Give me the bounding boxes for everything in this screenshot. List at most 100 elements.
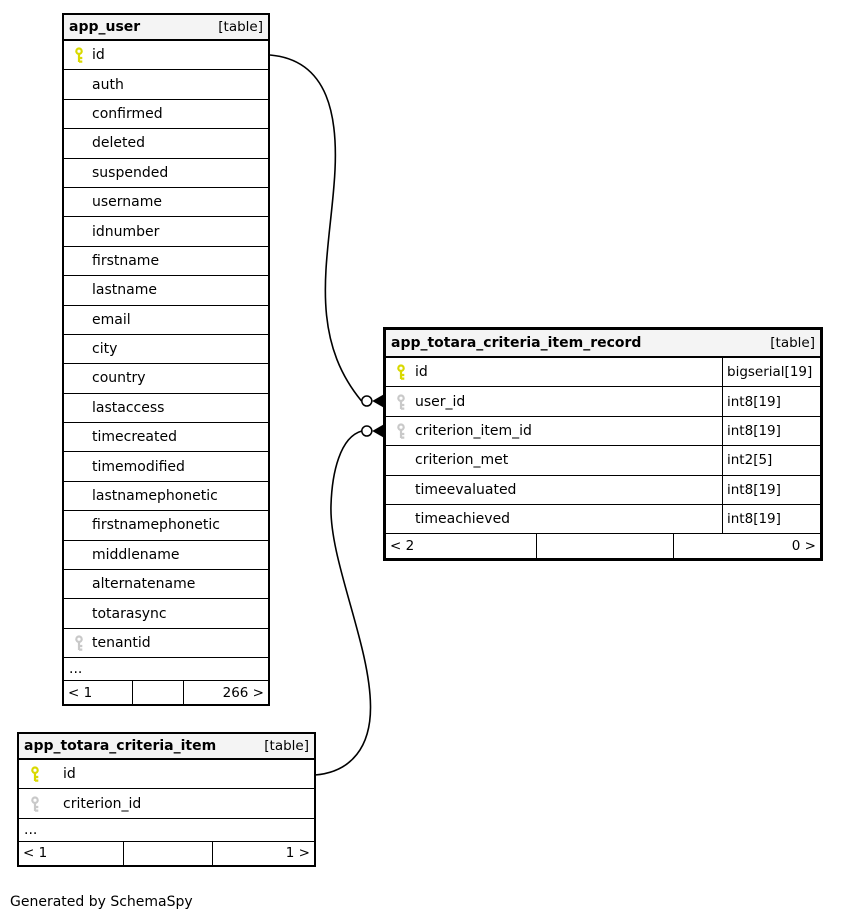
no-key-icon bbox=[73, 224, 85, 240]
zero-one-circle-icon bbox=[361, 395, 373, 407]
foreign-key-icon bbox=[395, 423, 407, 439]
column-row-criterion_met[interactable]: criterion_met int2[5] bbox=[386, 446, 820, 476]
foreign-key-icon bbox=[29, 795, 41, 812]
column-row-id[interactable]: id bbox=[19, 760, 314, 790]
column-type: int8[19] bbox=[722, 387, 820, 416]
footer-middle-cell bbox=[124, 841, 213, 865]
no-key-icon bbox=[73, 429, 85, 445]
column-name: id bbox=[92, 47, 105, 64]
column-name: criterion_met bbox=[415, 452, 509, 469]
footer-incoming-count: < 2 bbox=[386, 534, 537, 559]
column-name-cell: username bbox=[64, 188, 268, 216]
foreign-key-icon bbox=[395, 393, 407, 410]
table-header[interactable]: app_user [table] bbox=[64, 15, 268, 41]
column-row-city[interactable]: city bbox=[64, 334, 268, 365]
column-name-cell: middlename bbox=[64, 541, 268, 569]
column-name: username bbox=[92, 194, 162, 211]
table-type-tag: [table] bbox=[770, 335, 815, 351]
column-row-timemodified[interactable]: timemodified bbox=[64, 452, 268, 482]
column-row-idnumber[interactable]: idnumber bbox=[64, 217, 268, 247]
column-row-criterion_id[interactable]: criterion_id bbox=[19, 789, 314, 819]
no-key-icon bbox=[395, 482, 407, 498]
truncated-columns-indicator: ... bbox=[19, 819, 314, 842]
footer-incoming-count: < 1 bbox=[64, 681, 133, 705]
no-key-icon bbox=[73, 606, 85, 622]
footer-middle-cell bbox=[133, 681, 184, 705]
foreign-key-icon bbox=[73, 635, 85, 651]
column-row-user_id[interactable]: user_id int8[19] bbox=[386, 387, 820, 417]
no-key-icon bbox=[73, 459, 85, 475]
column-row-firstnamephonetic[interactable]: firstnamephonetic bbox=[64, 511, 268, 541]
column-name: user_id bbox=[415, 393, 466, 410]
column-type: int8[19] bbox=[722, 504, 820, 534]
column-name-cell: timemodified bbox=[64, 452, 268, 480]
column-row-confirmed[interactable]: confirmed bbox=[64, 99, 268, 130]
column-name: alternatename bbox=[92, 576, 196, 593]
table-app-user: app_user [table] id auth confirmed deleted s… bbox=[62, 13, 270, 707]
column-row-middlename[interactable]: middlename bbox=[64, 540, 268, 571]
column-name-cell: lastname bbox=[64, 276, 268, 304]
generated-by-note: Generated by SchemaSpy bbox=[10, 894, 193, 910]
column-row-id[interactable]: id bbox=[64, 41, 268, 71]
column-row-totarasync[interactable]: totarasync bbox=[64, 599, 268, 629]
column-name-cell: id bbox=[386, 358, 722, 386]
column-name: confirmed bbox=[92, 105, 163, 122]
column-name-cell: city bbox=[64, 335, 268, 363]
table-header[interactable]: app_totara_criteria_item [table] bbox=[19, 734, 314, 760]
arrowhead-icon bbox=[372, 424, 383, 438]
column-name: lastnamephonetic bbox=[92, 488, 218, 505]
no-key-icon bbox=[73, 517, 85, 533]
no-key-icon bbox=[73, 312, 85, 328]
footer-outgoing-count: 0 > bbox=[791, 538, 816, 555]
column-name: country bbox=[92, 370, 146, 387]
column-name-cell: deleted bbox=[64, 129, 268, 157]
column-name: timeevaluated bbox=[415, 481, 517, 498]
table-name: app_user bbox=[69, 19, 141, 35]
no-key-icon bbox=[73, 488, 85, 504]
column-row-tenantid[interactable]: tenantid bbox=[64, 628, 268, 659]
table-footer: < 2 0 > bbox=[386, 534, 820, 559]
column-name: suspended bbox=[92, 164, 169, 181]
column-row-lastnamephonetic[interactable]: lastnamephonetic bbox=[64, 481, 268, 512]
column-row-email[interactable]: email bbox=[64, 305, 268, 335]
column-row-alternatename[interactable]: alternatename bbox=[64, 570, 268, 600]
column-name-cell: idnumber bbox=[64, 217, 268, 245]
column-name-cell: suspended bbox=[64, 159, 268, 187]
column-rows: id auth confirmed deleted suspended username i… bbox=[64, 41, 268, 659]
column-name: city bbox=[92, 341, 118, 358]
table-app-totara-criteria-item-record: app_totara_criteria_item_record [table] … bbox=[383, 327, 823, 562]
table-name: app_totara_criteria_item_record bbox=[391, 335, 642, 351]
column-row-deleted[interactable]: deleted bbox=[64, 129, 268, 159]
column-row-lastaccess[interactable]: lastaccess bbox=[64, 393, 268, 424]
column-name-cell: user_id bbox=[386, 387, 722, 415]
column-name-cell: id bbox=[64, 41, 268, 69]
table-header[interactable]: app_totara_criteria_item_record [table] bbox=[386, 330, 820, 358]
no-key-icon bbox=[395, 511, 407, 527]
column-row-timecreated[interactable]: timecreated bbox=[64, 423, 268, 453]
column-row-username[interactable]: username bbox=[64, 187, 268, 218]
column-name-cell: lastaccess bbox=[64, 394, 268, 422]
column-row-country[interactable]: country bbox=[64, 364, 268, 394]
no-key-icon bbox=[73, 400, 85, 416]
primary-key-icon bbox=[73, 47, 85, 63]
column-name-cell: tenantid bbox=[64, 629, 268, 657]
column-name-cell: timeachieved bbox=[386, 505, 722, 533]
column-type: int2[5] bbox=[722, 446, 820, 475]
footer-incoming-count: < 1 bbox=[19, 841, 124, 865]
no-key-icon bbox=[73, 165, 85, 181]
column-name-cell: timeevaluated bbox=[386, 476, 722, 504]
column-row-suspended[interactable]: suspended bbox=[64, 158, 268, 188]
relationship-line-item-id-to-record-criterion-item-id bbox=[314, 424, 383, 776]
column-type: bigserial[19] bbox=[722, 358, 820, 387]
column-row-firstname[interactable]: firstname bbox=[64, 246, 268, 277]
column-row-lastname[interactable]: lastname bbox=[64, 276, 268, 306]
arrowhead-icon bbox=[372, 394, 383, 408]
column-row-auth[interactable]: auth bbox=[64, 70, 268, 100]
